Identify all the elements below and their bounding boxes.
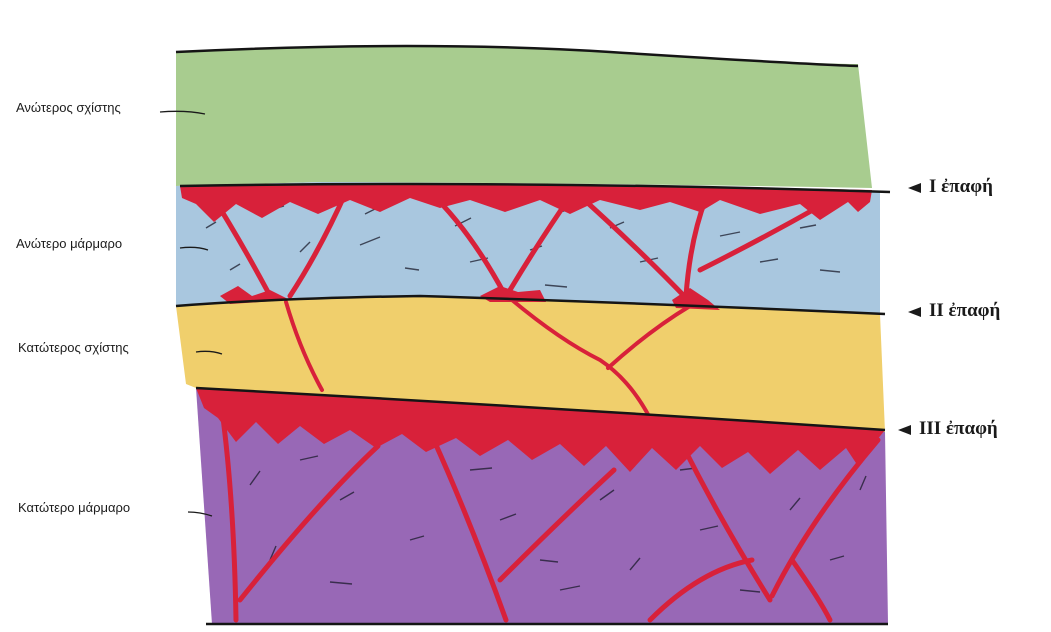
contact-III-text: III ἐπαφή: [919, 418, 998, 439]
contact-II-text: II ἐπαφή: [929, 300, 1000, 321]
label-upper-schist: Ανώτερος σχίστης: [16, 100, 121, 115]
contact-II-label: II ἐπαφή: [908, 300, 1000, 322]
upper-schist-layer: [176, 46, 872, 188]
contact-I-label: I ἐπαφή: [908, 176, 993, 198]
contact-I-text: I ἐπαφή: [929, 176, 993, 197]
arrow-left-icon: [908, 183, 921, 193]
label-lower-marble: Κατώτερο μάρμαρο: [18, 500, 130, 515]
label-upper-marble: Ανώτερο μάρμαρο: [16, 236, 122, 251]
label-lower-schist: Κατώτερος σχίστης: [18, 340, 129, 355]
arrow-left-icon: [898, 425, 911, 435]
arrow-left-icon: [908, 307, 921, 317]
contact-III-label: III ἐπαφή: [898, 418, 998, 440]
